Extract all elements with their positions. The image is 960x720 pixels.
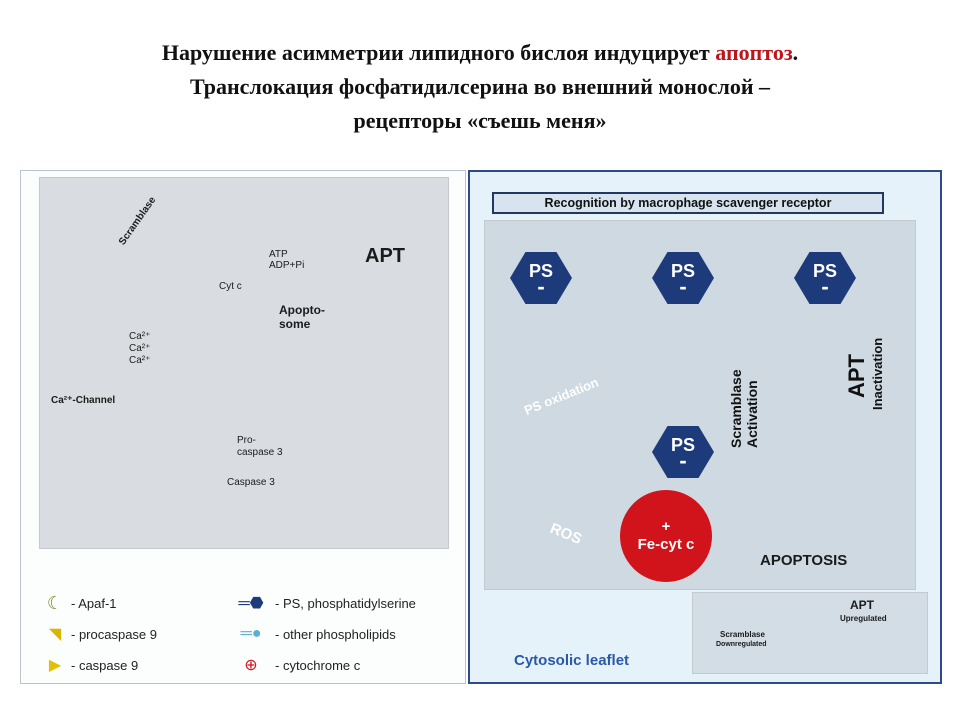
cytosolic-leaflet-illustration — [692, 592, 928, 674]
caspase3-label: Caspase 3 — [227, 477, 275, 488]
recognition-banner: Recognition by macrophage scavenger rece… — [492, 192, 884, 214]
cyt-c-label: Cyt c — [219, 281, 242, 292]
ps-inner-charge: - — [679, 448, 687, 473]
apt-upregulated-label: Upregulated — [840, 614, 887, 623]
apt-upregulated-title: APT — [850, 598, 874, 612]
scramblase-downregulated-label: Downregulated — [716, 641, 767, 648]
legend-phospholipids: ═● - other phospholipids — [231, 624, 396, 644]
ps-inner-label: PS — [670, 435, 695, 455]
procaspase9-icon: ◥ — [48, 626, 62, 643]
apoptosis-label: APOPTOSIS — [760, 552, 848, 569]
apt-inactivation-label: Inactivation — [870, 337, 885, 410]
legend-procaspase9: ◥ - procaspase 9 — [43, 624, 157, 644]
title-line-1-text: Нарушение асимметрии липидного бислоя ин… — [161, 40, 716, 65]
slide-title: Нарушение асимметрии липидного бислоя ин… — [40, 36, 920, 138]
apt-label: APT — [365, 245, 405, 267]
legend-cytochrome: ⊕ - cytochrome c — [231, 655, 360, 675]
title-line-2: Транслокация фосфатидилсерина во внешний… — [189, 74, 771, 99]
fe-cyt-label: Fe-cyt c — [637, 536, 695, 553]
caspase9-icon: ▶ — [48, 657, 62, 674]
ps-outer-2-charge: - — [679, 274, 687, 299]
adp-label: ADP+Pi — [269, 260, 305, 271]
legend-ps-label: - PS, phosphatidylserine — [275, 595, 416, 611]
ps-outer-1-charge: - — [537, 274, 545, 299]
ca-channel-label: Ca²⁺-Channel — [51, 395, 116, 406]
ca2-label-3: Ca²⁺ — [129, 355, 151, 366]
legend-caspase9-label: - caspase 9 — [71, 657, 139, 673]
left-panel-cell-diagram: Scramblase APT ATP ADP+Pi Cyt c Apopto- … — [20, 170, 466, 684]
fe-cyt-c-circle: + Fe-cyt c — [620, 490, 712, 582]
ps-lipid-icon: ═⬣ — [238, 595, 264, 612]
right-panel-membrane-diagram: Recognition by macrophage scavenger rece… — [468, 170, 942, 684]
title-highlight-apoptosis: апоптоз — [715, 40, 793, 65]
procaspase3-label: Pro- caspase 3 — [237, 435, 283, 458]
ps-outer-2-label: PS — [670, 261, 695, 281]
apaf1-icon: ☾ — [46, 592, 64, 613]
scramblase-downregulated-title: Scramblase — [720, 630, 765, 639]
ca2-label-2: Ca²⁺ — [129, 343, 151, 354]
ps-outer-3-charge: - — [821, 274, 829, 299]
ps-outer-3-label: PS — [812, 261, 837, 281]
legend-cytochrome-label: - cytochrome c — [275, 657, 361, 673]
ca2-label-1: Ca²⁺ — [129, 331, 151, 342]
legend-caspase9: ▶ - caspase 9 — [43, 655, 138, 675]
apoptosis-figure: Scramblase APT ATP ADP+Pi Cyt c Apopto- … — [20, 170, 942, 684]
legend-apaf1-label: - Apaf-1 — [71, 595, 117, 611]
legend-procaspase9-label: - procaspase 9 — [71, 626, 157, 642]
cytosolic-leaflet-label: Cytosolic leaflet — [514, 652, 630, 669]
apt-inactivation-title: APT — [844, 354, 869, 398]
legend-ps: ═⬣ - PS, phosphatidylserine — [231, 593, 416, 613]
atp-label: ATP — [269, 249, 288, 260]
title-line-1: Нарушение асимметрии липидного бислоя ин… — [40, 36, 920, 70]
fe-cyt-charge: + — [661, 518, 671, 535]
phospholipid-icon: ═● — [240, 625, 262, 642]
cell-membrane-illustration — [39, 177, 449, 549]
legend-phospholipids-label: - other phospholipids — [275, 626, 396, 642]
scramblase-activation-label: Scramblase Activation — [728, 369, 760, 448]
title-line-1-period: . — [792, 40, 799, 65]
cytochrome-c-icon: ⊕ — [244, 657, 258, 674]
title-line-3: рецепторы «съешь меня» — [353, 108, 607, 133]
legend-apaf1: ☾ - Apaf-1 — [43, 593, 117, 613]
ps-outer-1-label: PS — [528, 261, 553, 281]
apoptosome-label: Apopto- some — [279, 303, 325, 331]
